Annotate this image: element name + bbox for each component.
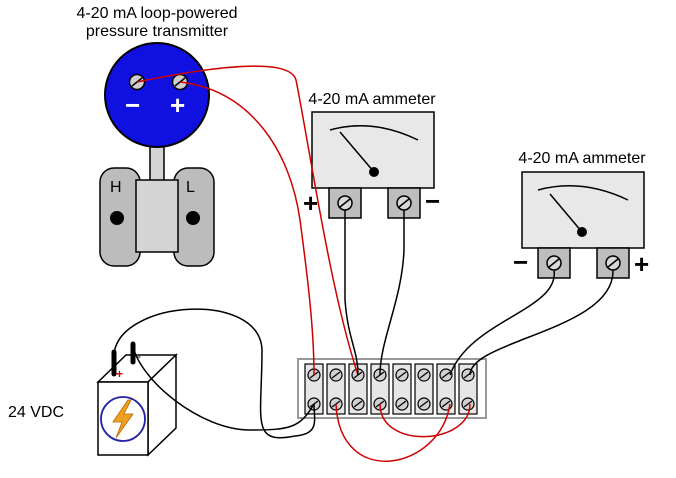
ammeter-right-neg-sign: − <box>513 247 529 277</box>
pressure-transmitter <box>99 42 215 267</box>
ammeter-right-pos-sign: + <box>634 249 650 279</box>
black-wire-left-meter-pos <box>344 210 359 376</box>
low-port-dot <box>186 211 200 225</box>
battery-neg-sign: - <box>137 349 141 363</box>
ammeter-left-scale <box>329 125 419 141</box>
ammeter-right-pos-screw-icon <box>605 255 621 271</box>
terminal-screw-icon <box>461 397 475 411</box>
ammeter-left-pos-screw-icon <box>337 195 353 211</box>
ammeter-left-needle <box>339 131 375 173</box>
terminal-screw-icon <box>461 368 475 382</box>
ammeter-left-neg-sign: − <box>425 186 441 216</box>
red-wire-jumper-right <box>379 403 471 438</box>
red-wire-transmitter-neg <box>136 65 359 376</box>
ammeter-left-neg-screw-icon <box>396 195 412 211</box>
red-wire-transmitter-pos <box>179 81 315 376</box>
black-wire-right-meter-pos <box>469 269 614 376</box>
terminal-screw-icon <box>351 397 365 411</box>
transmitter-sensor-body <box>135 179 179 253</box>
black-wire-battery-pos <box>113 308 316 439</box>
ammeter-right-needle <box>549 193 583 233</box>
transmitter-high-label: H <box>110 179 122 196</box>
terminal-screw-icon <box>329 368 343 382</box>
ammeter-right-scale <box>537 185 629 201</box>
terminal-screw-icon <box>395 368 409 382</box>
transmitter-low-label: L <box>186 179 195 196</box>
ammeter-right <box>521 171 645 279</box>
transmitter-pos-sign: + <box>170 90 186 120</box>
high-port-dot <box>110 211 124 225</box>
terminal-strip-housing <box>297 358 487 419</box>
black-wires <box>113 210 614 439</box>
transmitter-neck <box>149 145 165 183</box>
black-wire-right-meter-neg <box>449 269 555 376</box>
ammeter-right-title: 4-20 mA ammeter <box>518 150 646 167</box>
black-wire-battery-neg <box>132 345 315 431</box>
terminal-screw-icon <box>439 397 453 411</box>
black-wire-left-meter-neg <box>379 210 405 376</box>
terminal-screw-icon <box>395 397 409 411</box>
ammeter-left-pos-sign: + <box>303 188 319 218</box>
red-wire-jumper-bottom <box>335 403 451 462</box>
transmitter-title-line1: 4-20 mA loop-powered <box>76 5 238 22</box>
transmitter-head <box>104 42 210 148</box>
terminal-screw-icon <box>439 368 453 382</box>
battery-voltage-label: 24 VDC <box>8 404 65 421</box>
transmitter-title-line2: pressure transmitter <box>85 23 229 40</box>
ammeter-left <box>311 111 435 219</box>
ammeter-right-pivot <box>577 227 587 237</box>
terminal-screw-icon <box>417 397 431 411</box>
terminal-strip <box>297 358 487 419</box>
battery-24vdc <box>96 341 178 457</box>
ammeter-right-neg-screw-icon <box>546 255 562 271</box>
transmitter-neg-sign: − <box>125 90 141 120</box>
ammeter-left-title: 4-20 mA ammeter <box>308 91 436 108</box>
ammeter-left-pivot <box>369 167 379 177</box>
battery-pos-sign: + <box>116 367 124 381</box>
terminal-screw-icon <box>417 368 431 382</box>
red-wires <box>136 65 471 462</box>
lightning-icon <box>100 396 146 442</box>
